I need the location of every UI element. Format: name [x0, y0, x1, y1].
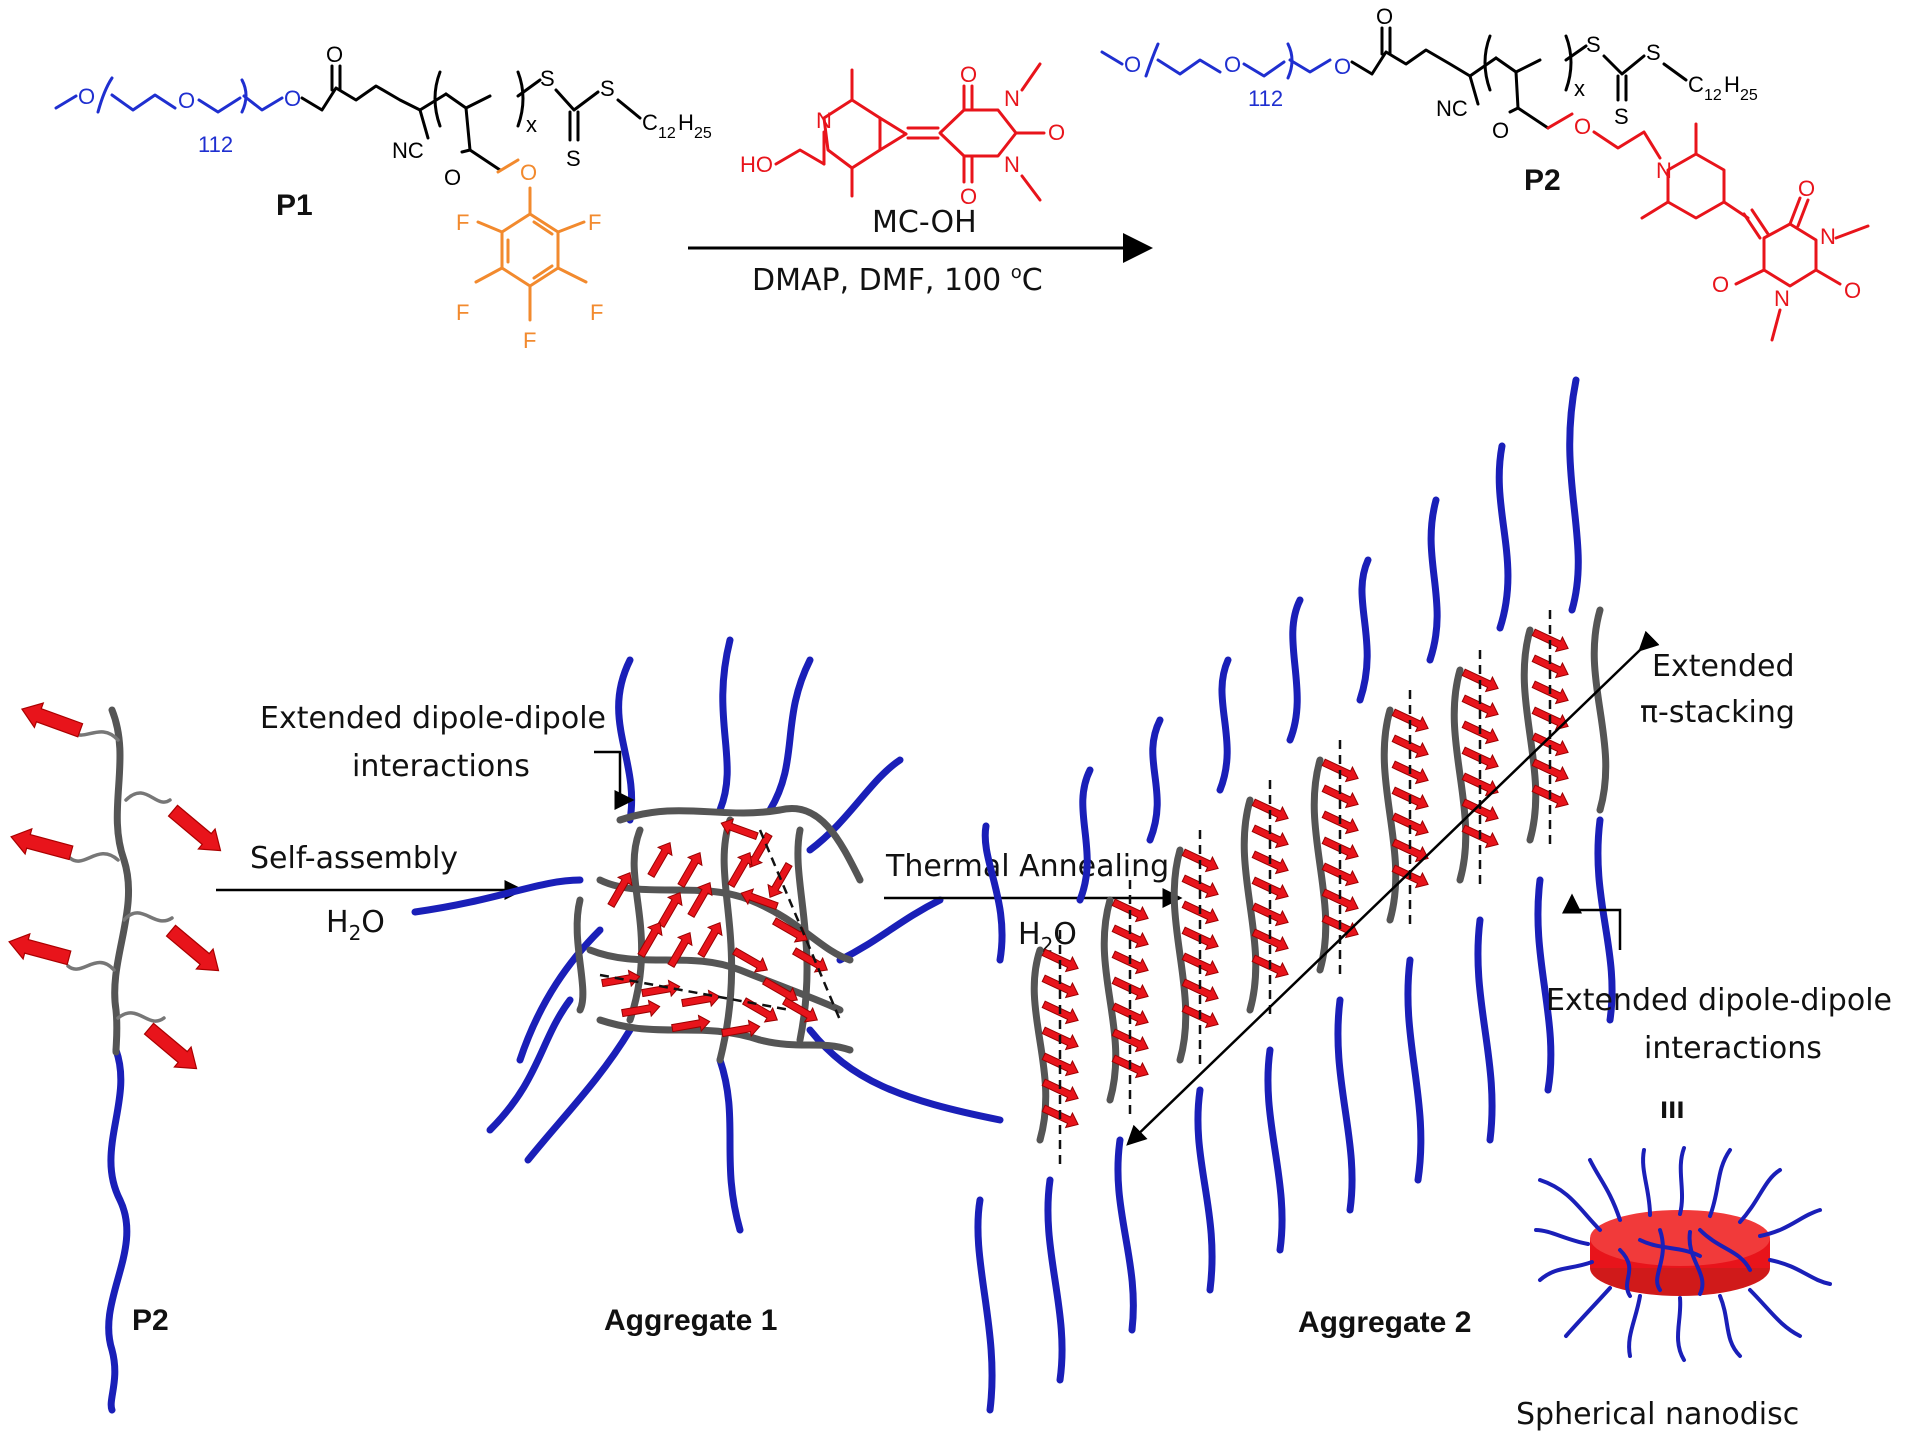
polymer-p2-structure: O O 112 O O NC x S S S C 12 H 25	[1100, 4, 1870, 342]
p2-cartoon-label: P2	[132, 1304, 169, 1337]
dipole-annotation-right: Extended dipole-dipole interactions III	[1546, 893, 1892, 1124]
svg-text:C: C	[642, 110, 658, 135]
reaction-conditions: DMAP, DMF, 100 oC	[752, 262, 1043, 298]
dipole-right-line1: Extended dipole-dipole	[1546, 983, 1892, 1018]
dipole-annotation-left: Extended dipole-dipole interactions	[260, 701, 635, 810]
svg-text:S: S	[1646, 40, 1661, 65]
aggregate-2: Aggregate 2	[974, 376, 1660, 1414]
thermal-annealing-solvent: H2O	[1018, 917, 1077, 957]
thermal-annealing-label: Thermal Annealing	[885, 849, 1169, 884]
svg-text:S: S	[1614, 104, 1629, 129]
svg-text:O: O	[960, 184, 977, 209]
nanodisc-label: Spherical nanodisc	[1516, 1397, 1799, 1432]
svg-text:H: H	[678, 110, 694, 135]
p1-peg-repeat: 112	[198, 132, 233, 157]
svg-text:O: O	[1124, 52, 1141, 77]
svg-text:O: O	[1712, 272, 1729, 297]
p1-peg-block: O O 112 O	[54, 76, 301, 157]
hydroxyl: HO	[740, 152, 773, 177]
svg-text:25: 25	[694, 125, 712, 142]
svg-text:O: O	[284, 86, 301, 111]
reaction-arrow: MC-OH DMAP, DMF, 100 oC	[688, 205, 1153, 298]
svg-text:O: O	[326, 42, 343, 67]
p2-peg-block: O O 112 O	[1100, 42, 1351, 111]
svg-text:O: O	[960, 62, 977, 87]
svg-text:N: N	[1820, 224, 1836, 249]
pi-stacking-annotation: Extended π-stacking	[1640, 649, 1795, 730]
svg-text:O: O	[1492, 118, 1509, 143]
thermal-annealing-arrow: Thermal Annealing H2O	[884, 849, 1183, 957]
p2-nitrile: NC	[1436, 96, 1468, 121]
aggregate2-label: Aggregate 2	[1298, 1306, 1471, 1339]
svg-text:F: F	[588, 210, 601, 235]
self-assembly-arrow: Self-assembly H2O	[216, 841, 525, 945]
p1-label: P1	[276, 189, 313, 222]
svg-text:S: S	[1586, 32, 1601, 57]
p2-block-repeat: x	[1574, 76, 1585, 101]
equivalence-mark: III	[1660, 1099, 1685, 1124]
svg-text:O: O	[1048, 120, 1065, 145]
svg-text:F: F	[456, 210, 469, 235]
svg-text:12: 12	[658, 125, 676, 142]
polymer-p1-structure: O O 112 O O NC x O O S	[54, 42, 712, 353]
svg-text:H: H	[1724, 72, 1740, 97]
p2-cartoon: P2	[5, 696, 230, 1414]
svg-text:S: S	[540, 66, 555, 91]
svg-text:F: F	[523, 328, 536, 353]
svg-text:O: O	[1376, 4, 1393, 29]
dipole-right-line2: interactions	[1644, 1031, 1822, 1066]
svg-text:O: O	[444, 165, 461, 190]
svg-text:O: O	[1574, 114, 1591, 139]
svg-text:O: O	[1334, 54, 1351, 79]
svg-text:O: O	[178, 88, 195, 113]
spherical-nanodisc: Spherical nanodisc	[1516, 1146, 1832, 1432]
self-assembly-label: Self-assembly	[250, 841, 458, 876]
p1-block-repeat: x	[526, 112, 537, 137]
svg-text:O: O	[1844, 278, 1861, 303]
p2-label: P2	[1524, 164, 1561, 197]
svg-text:S: S	[566, 146, 581, 171]
aggregate-1: Aggregate 1	[411, 636, 1004, 1337]
p1-nitrile: NC	[392, 138, 424, 163]
svg-text:12: 12	[1704, 87, 1722, 104]
svg-text:S: S	[600, 76, 615, 101]
svg-text:N: N	[1004, 86, 1020, 111]
reagent-name: MC-OH	[872, 205, 977, 240]
p2-peg-repeat: 112	[1248, 86, 1283, 111]
svg-text:N: N	[1774, 286, 1790, 311]
pi-stacking-line2: π-stacking	[1640, 695, 1795, 730]
svg-text:O: O	[520, 160, 537, 185]
dipole-left-line2: interactions	[352, 749, 530, 784]
pi-stacking-line1: Extended	[1652, 649, 1795, 684]
svg-text:F: F	[456, 300, 469, 325]
mc-oh-structure: HO N O O N N O	[740, 62, 1065, 209]
svg-text:C: C	[1688, 72, 1704, 97]
svg-text:25: 25	[1740, 87, 1758, 104]
svg-text:O: O	[1224, 52, 1241, 77]
dipole-left-line1: Extended dipole-dipole	[260, 701, 606, 736]
self-assembly-solvent: H2O	[326, 905, 385, 945]
svg-text:O: O	[78, 84, 95, 109]
svg-text:F: F	[590, 300, 603, 325]
aggregate1-label: Aggregate 1	[604, 1304, 777, 1337]
svg-text:N: N	[1004, 152, 1020, 177]
pentafluorophenyl-ring: F F F F F	[456, 186, 603, 353]
svg-text:O: O	[1798, 176, 1815, 201]
